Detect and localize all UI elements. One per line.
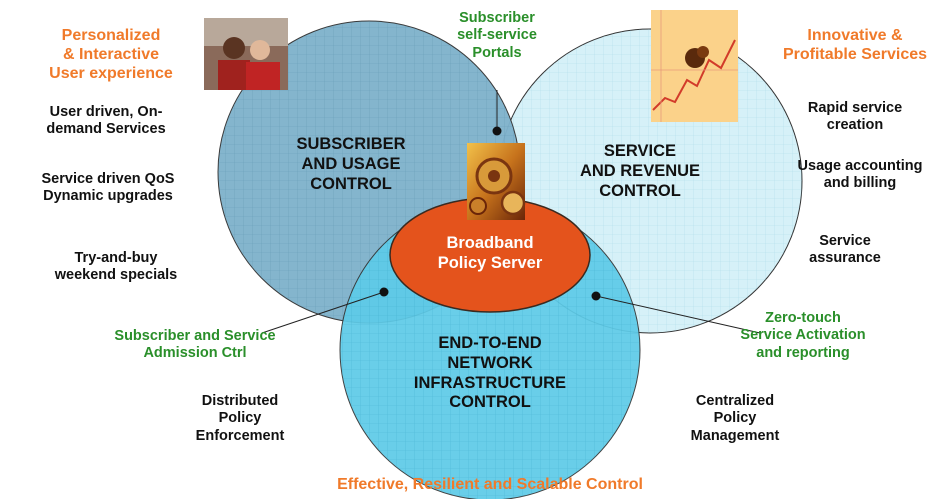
callout-portals: Subscriber self-service Portals: [432, 10, 562, 62]
right-item-line: Service: [819, 233, 871, 249]
right-item-line: Rapid service: [807, 100, 903, 116]
left-heading-line: User experience: [49, 65, 173, 83]
callout-line: Service Activation: [740, 327, 866, 344]
circle-title-line: CONTROL: [599, 181, 681, 200]
right-heading: Innovative & Profitable Services: [770, 26, 940, 64]
callout-line: and reporting: [756, 344, 850, 361]
bottom-item-line: Distributed: [201, 393, 279, 409]
left-item-on-demand: User driven, On- demand Services: [26, 104, 186, 139]
left-heading-line: & Interactive: [62, 46, 160, 64]
bottom-item-line: Centralized: [695, 393, 775, 409]
left-heading-line: Personalized: [61, 27, 161, 44]
callout-line: Admission Ctrl: [143, 345, 247, 362]
left-item-line: User driven, On-: [49, 104, 163, 120]
callout-line: Subscriber and Service: [114, 328, 276, 344]
right-item-line: Usage accounting: [797, 158, 923, 174]
gears-image: [467, 143, 526, 220]
callout-admission: Subscriber and Service Admission Ctrl: [100, 328, 290, 363]
callout-pointers: [261, 90, 761, 334]
circle-title-line: END-TO-END: [438, 334, 542, 352]
callout-line: self-service: [457, 27, 537, 44]
bottom-right-management: Centralized Policy Management: [670, 393, 800, 445]
circle-title-line: CONTROL: [449, 393, 531, 412]
circle-title-line: INFRASTRUCTURE: [413, 373, 567, 392]
policy-server-line: Policy Server: [437, 253, 543, 272]
right-item-assurance: Service assurance: [790, 233, 900, 268]
circle-title-line: SUBSCRIBER: [296, 135, 406, 153]
bottom-item-line: Policy: [713, 410, 757, 427]
left-heading: Personalized & Interactive User experien…: [36, 26, 186, 84]
callout-line: Portals: [472, 44, 522, 61]
left-item-try-and-buy: Try-and-buy weekend specials: [46, 250, 186, 285]
footer-tagline: Effective, Resilient and Scalable Contro…: [337, 476, 643, 493]
service-revenue-title: SERVICE AND REVENUE CONTROL: [565, 142, 715, 201]
right-heading-line: Innovative &: [807, 27, 903, 44]
circle-title-line: AND USAGE: [301, 154, 401, 173]
right-item-line: creation: [826, 117, 884, 134]
circle-title-line: NETWORK: [447, 353, 533, 372]
right-item-line: assurance: [809, 250, 881, 267]
right-item-accounting: Usage accounting and billing: [780, 158, 940, 193]
people-photo: [204, 18, 288, 90]
bottom-item-line: Management: [690, 427, 780, 444]
callout-line: Subscriber: [459, 10, 535, 26]
infrastructure-title: END-TO-END NETWORK INFRASTRUCTURE CONTRO…: [405, 334, 575, 413]
circle-title-line: CONTROL: [310, 174, 392, 193]
bottom-left-enforcement: Distributed Policy Enforcement: [175, 393, 305, 445]
callout-line: Zero-touch: [765, 310, 841, 326]
circle-title-line: SERVICE: [603, 142, 677, 160]
left-item-line: demand Services: [46, 121, 166, 138]
bottom-item-line: Enforcement: [195, 427, 285, 444]
policy-server-line: Broadband: [446, 234, 534, 252]
bottom-item-line: Policy: [218, 410, 262, 427]
circle-title-line: AND REVENUE: [579, 161, 701, 180]
left-item-line: Try-and-buy: [74, 250, 158, 266]
right-item-line: and billing: [823, 175, 897, 192]
right-item-service-creation: Rapid service creation: [790, 100, 920, 135]
left-item-line: Dynamic upgrades: [43, 188, 173, 205]
right-heading-line: Profitable Services: [782, 46, 928, 64]
subscriber-usage-title: SUBSCRIBER AND USAGE CONTROL: [276, 135, 426, 194]
policy-server-label: Broadband Policy Server: [415, 234, 565, 274]
callout-activation: Zero-touch Service Activation and report…: [718, 310, 888, 362]
left-item-line: Service driven QoS: [41, 171, 175, 187]
chart-photo: [651, 10, 738, 122]
left-item-line: weekend specials: [54, 267, 178, 284]
left-item-qos: Service driven QoS Dynamic upgrades: [18, 171, 198, 206]
